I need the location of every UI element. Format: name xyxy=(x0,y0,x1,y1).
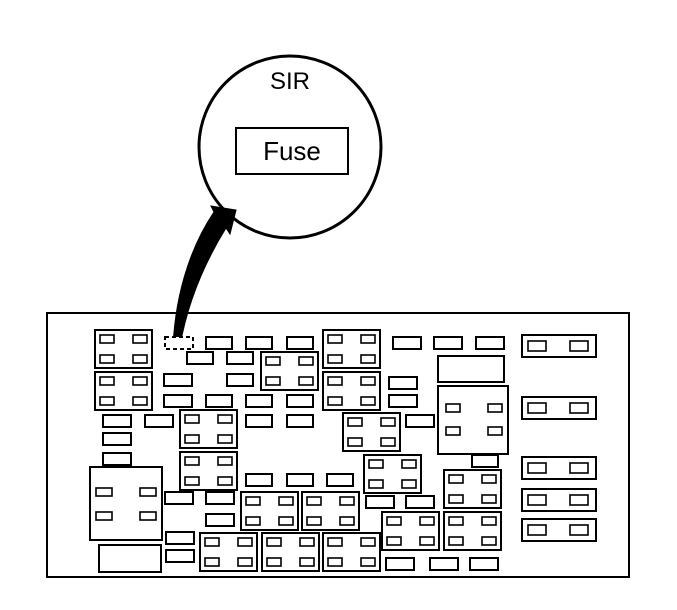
module-47 xyxy=(363,454,422,494)
module-45 xyxy=(179,451,238,491)
module-64 xyxy=(521,488,597,512)
module-39 xyxy=(94,329,153,369)
module-49 xyxy=(199,532,258,572)
fuse-cavity xyxy=(102,452,132,466)
fuse-cavity xyxy=(226,351,254,365)
fuse-cavity xyxy=(385,557,415,571)
callout-arrow xyxy=(172,205,237,347)
fuse-cavity xyxy=(475,336,505,350)
fuse-cavity xyxy=(205,394,233,408)
fuse-cavity xyxy=(164,336,194,350)
callout-title: SIR xyxy=(270,68,310,95)
fuse-cavity xyxy=(205,513,235,527)
fuse-cavity xyxy=(186,351,214,365)
fuse-cavity xyxy=(245,473,273,487)
fuse-cavity xyxy=(164,491,194,505)
fuse-cavity xyxy=(205,491,235,505)
module-48 xyxy=(443,469,502,509)
fuse-cavity xyxy=(286,336,314,350)
module-61 xyxy=(521,396,597,420)
fuse-cavity xyxy=(165,531,195,545)
fuse-cavity xyxy=(163,373,193,387)
fuse-block-outline xyxy=(46,312,630,578)
module-53 xyxy=(322,532,381,572)
callout-fuse-label: Fuse xyxy=(263,136,321,166)
fuse-cavity xyxy=(429,557,459,571)
module-44 xyxy=(179,409,238,449)
module-58 xyxy=(89,466,163,541)
fuse-cavity xyxy=(102,414,132,428)
module-51 xyxy=(261,532,320,572)
fuse-cavity xyxy=(405,495,435,509)
module-46 xyxy=(342,412,401,452)
fuse-cavity xyxy=(388,376,418,390)
module-57 xyxy=(437,355,505,383)
fuse-cavity xyxy=(226,373,254,387)
fuse-cavity xyxy=(433,336,463,350)
module-65 xyxy=(521,518,597,542)
callout-fuse-box xyxy=(235,127,349,175)
fuse-cavity xyxy=(405,414,435,428)
fuse-cavity xyxy=(163,394,193,408)
module-41 xyxy=(260,351,319,391)
fuse-cavity xyxy=(286,473,314,487)
fuse-cavity xyxy=(365,495,395,509)
fuse-cavity xyxy=(165,549,195,563)
fuse-cavity xyxy=(392,336,422,350)
fuse-cavity xyxy=(388,394,418,408)
fuse-cavity xyxy=(469,557,499,571)
fuse-cavity xyxy=(245,336,273,350)
fuse-cavity xyxy=(471,454,499,468)
fuse-cavity xyxy=(326,473,354,487)
module-60 xyxy=(521,334,597,358)
fuse-cavity xyxy=(286,394,314,408)
module-63 xyxy=(521,456,597,480)
fuse-cavity xyxy=(205,336,233,350)
module-56 xyxy=(98,544,162,573)
module-43 xyxy=(322,371,381,411)
module-59 xyxy=(437,385,509,455)
module-50 xyxy=(240,491,299,531)
module-55 xyxy=(443,511,502,551)
fuse-cavity xyxy=(144,414,174,428)
fuse-cavity xyxy=(102,432,132,446)
module-42 xyxy=(322,329,381,369)
module-40 xyxy=(94,371,153,411)
module-54 xyxy=(381,511,440,551)
fuse-cavity xyxy=(245,414,273,428)
fuse-cavity xyxy=(245,394,273,408)
fuse-cavity xyxy=(286,414,314,428)
module-52 xyxy=(301,491,360,531)
